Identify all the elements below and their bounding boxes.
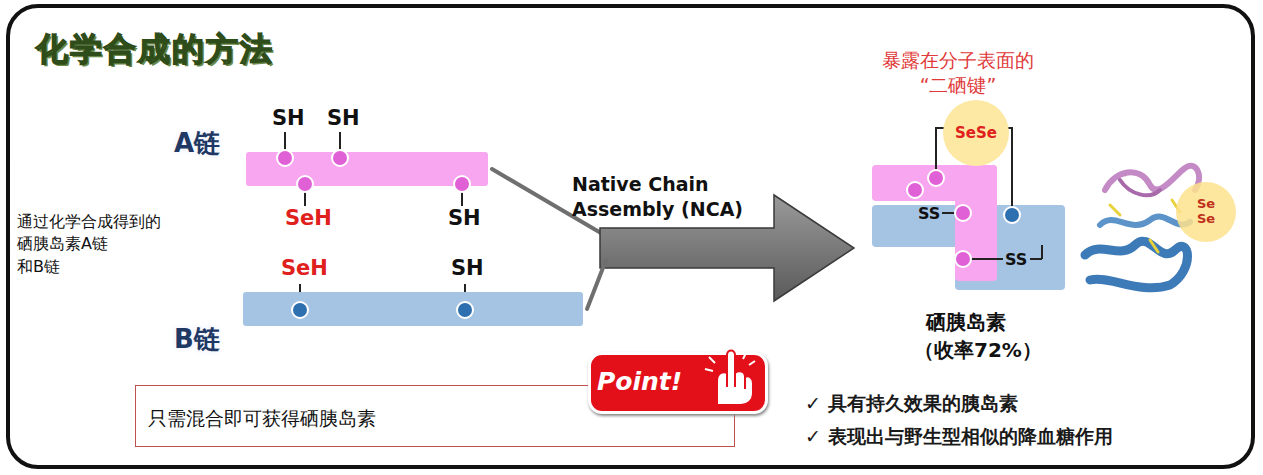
- disulfide-label: SS: [918, 204, 940, 223]
- node-text: Se: [1197, 197, 1215, 212]
- selenol-label: SeH: [285, 206, 332, 230]
- disulfide-label: SS: [1005, 250, 1027, 269]
- thiol-label: SH: [448, 206, 481, 230]
- fist-lines: [727, 373, 745, 389]
- thiol-label: SH: [451, 256, 484, 280]
- node-text: B链: [174, 322, 220, 357]
- residue-dot: [297, 176, 313, 192]
- fist-icon: [703, 347, 759, 409]
- residue-dot: [457, 302, 473, 318]
- residue-dot: [332, 150, 348, 166]
- seleno-insulin-schematic: 硒胰岛素 （收率72%）: [868, 160, 1068, 294]
- residue-dot: [277, 150, 293, 166]
- node-text: Point!: [597, 367, 682, 396]
- fist-shape: [717, 351, 753, 406]
- binding-dots: [243, 292, 583, 326]
- residue-dot: [454, 176, 470, 192]
- node-text: 硒胰岛素 （收率72%）: [914, 308, 1018, 364]
- diagram-title: 化学合成的方法: [36, 28, 274, 72]
- a-chain-bar: A链: [246, 152, 488, 186]
- diselenide-note: 暴露在分子表面的 “二硒键”: [866, 48, 1050, 97]
- node-text: Se: [1197, 212, 1215, 227]
- node-text: 只需混合即可获得硒胰岛素: [148, 406, 376, 432]
- feature-check: ✓ 表现出与野生型相似的降血糖作用: [805, 424, 1113, 450]
- thiol-label: SH: [327, 106, 360, 130]
- diselenide-circle: SeSe: [943, 100, 1009, 166]
- connector-label: Native Chain Assembly (NCA): [572, 172, 812, 221]
- node-text: SeSe: [955, 124, 997, 142]
- point-badge: Point!: [588, 352, 768, 414]
- residue-dot: [292, 302, 308, 318]
- connector: [587, 260, 606, 309]
- side-note: 通过化学合成得到的 硒胰岛素A链 和B链: [17, 211, 145, 278]
- b-chain-bar: B链: [243, 292, 583, 326]
- selenol-label: SeH: [281, 256, 328, 280]
- feature-check: ✓ 具有持久效果的胰岛素: [805, 391, 1018, 417]
- selenium-highlight: SeSe: [1176, 182, 1236, 242]
- frame: [8, 6, 1253, 467]
- node-text: A链: [174, 126, 220, 161]
- connector: [492, 169, 854, 301]
- thiol-label: SH: [272, 106, 305, 130]
- burst-lines: [705, 351, 755, 371]
- merge-line: [587, 260, 606, 309]
- binding-dots: [246, 152, 488, 186]
